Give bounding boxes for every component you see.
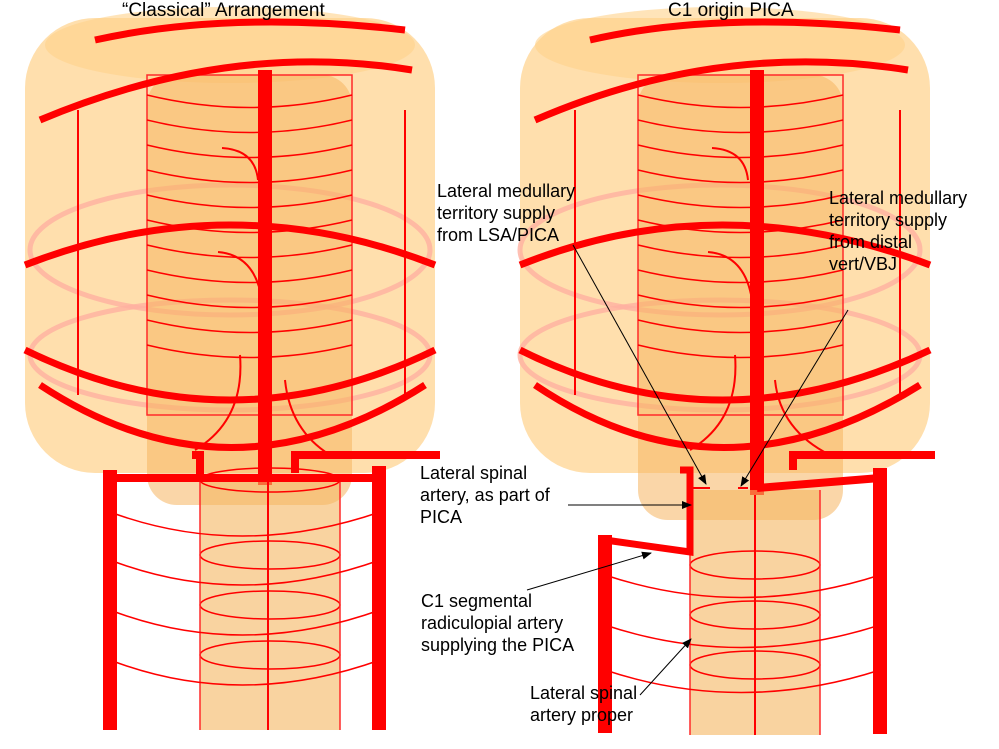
- label-lateral-spinal-artery-proper: Lateral spinal artery proper: [530, 683, 638, 725]
- arrow-lateral-spinal-proper: [639, 638, 692, 696]
- title-classical-arrangement: “Classical” Arrangement: [122, 0, 325, 21]
- label-lateral-medullary-lsa-pica: Lateral medullary territory supply from …: [437, 181, 576, 245]
- classical-arrangement-diagram: [23, 7, 440, 730]
- title-c1-origin-pica: C1 origin PICA: [668, 0, 794, 21]
- c1-origin-pica-diagram: [517, 7, 935, 735]
- label-lateral-spinal-artery-pica: Lateral spinal artery, as part of PICA: [420, 463, 550, 527]
- annotation-arrows: [526, 244, 849, 696]
- arrow-lateral-medullary-left: [572, 244, 707, 485]
- arrow-c1-segmental: [526, 551, 652, 591]
- arrow-lateral-medullary-right: [740, 309, 849, 487]
- label-c1-segmental-radiculopial: C1 segmental radiculopial artery supplyi…: [421, 591, 575, 655]
- label-lateral-medullary-distal-vert: Lateral medullary territory supply from …: [829, 188, 968, 274]
